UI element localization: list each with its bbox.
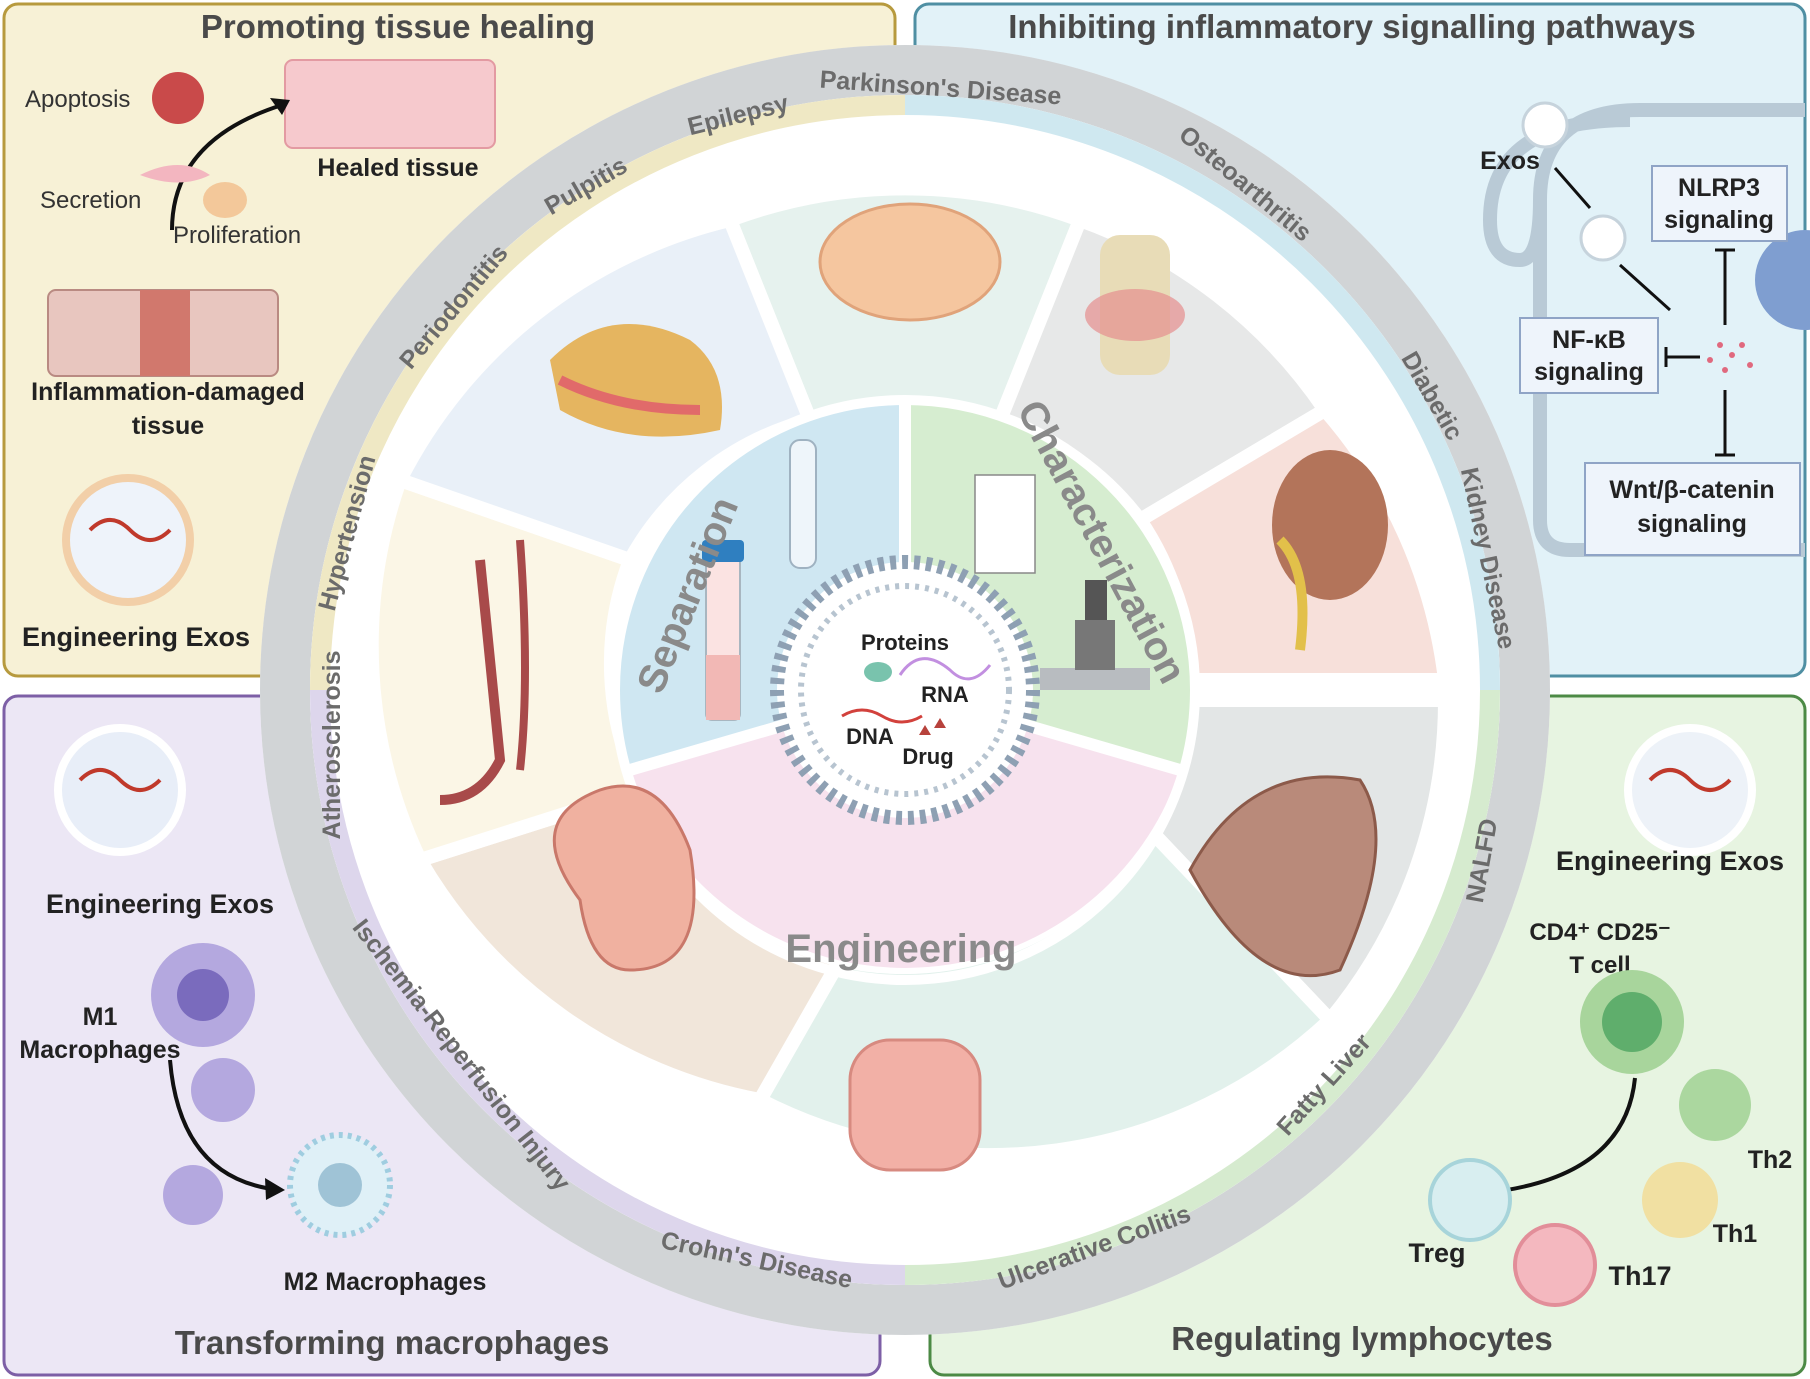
engineering-exos-icon-br: [1624, 724, 1756, 856]
exos-icon: [1521, 101, 1569, 149]
box-nfkb: [1519, 317, 1659, 394]
label-engineering: Engineering: [785, 927, 1016, 971]
separation-column-icon: [789, 439, 817, 569]
vessel-icon: [439, 539, 529, 805]
endosome-icon: [1579, 214, 1627, 262]
exos-arrow-icon: [1553, 167, 1592, 209]
teeth-icon: [550, 324, 722, 437]
macrophage-uptake-icon: [191, 1058, 255, 1122]
cargo-dna: DNA: [846, 724, 894, 749]
intestine-icon: [848, 1038, 982, 1172]
cargo-drug: Drug: [902, 744, 953, 769]
gel-icon: [974, 474, 1036, 574]
label-damaged-2: tissue: [132, 412, 204, 440]
treg-cell-icon: [1428, 1158, 1512, 1242]
t-cell-arrow-icon: [1484, 1077, 1637, 1195]
knee-icon: [1085, 235, 1185, 375]
label-th1: Th1: [1713, 1220, 1758, 1248]
secretion-cell-icon: [140, 165, 210, 183]
label-m2: M2 Macrophages: [284, 1268, 487, 1296]
label-m1-2: Macrophages: [19, 1036, 180, 1064]
label-secretion: Secretion: [40, 187, 141, 214]
label-m1-1: M1: [83, 1003, 118, 1031]
box-nlrp3: [1651, 165, 1788, 242]
label-nfkb-1: NF-κB: [1552, 326, 1626, 354]
label-treg: Treg: [1408, 1238, 1465, 1268]
cargo-rna: RNA: [921, 682, 969, 707]
separation-tube-icon: [702, 540, 744, 721]
kidney-icon: [1272, 450, 1388, 651]
brain-icon: [818, 202, 1002, 322]
macrophage-arrow-icon: [168, 1059, 281, 1192]
th1-cell-icon: [1642, 1162, 1718, 1238]
label-healed-tissue: Healed tissue: [317, 154, 478, 182]
th2-cell-icon: [1679, 1069, 1751, 1141]
disease-ring-band: [260, 45, 1550, 1335]
label-th17: Th17: [1608, 1261, 1671, 1291]
title-macrophages: Transforming macrophages: [175, 1324, 610, 1361]
label-wnt-2: signaling: [1637, 510, 1747, 538]
damaged-tissue-icon: [47, 289, 279, 377]
label-engineering-exos-bl: Engineering Exos: [46, 889, 274, 919]
ring-tint-yellow: [310, 95, 906, 691]
microscope-icon: [1040, 580, 1150, 690]
label-cd4-1: CD4⁺ CD25⁻: [1529, 919, 1670, 946]
label-engineering-exos-br: Engineering Exos: [1556, 846, 1784, 876]
title-tissue-healing: Promoting tissue healing: [201, 8, 595, 45]
label-apoptosis: Apoptosis: [25, 86, 130, 113]
ring-tint-green: [904, 689, 1500, 1285]
macrophage-intermediate-icon: [163, 1165, 223, 1225]
proliferation-cell-icon: [203, 182, 247, 218]
liver-icon: [1188, 775, 1378, 978]
label-wnt-1: Wnt/β-catenin: [1609, 476, 1774, 504]
inhibit-nlrp3-icon: [1715, 248, 1735, 325]
healing-arrow-icon: [170, 103, 283, 231]
exosome: Proteins RNA DNA Drug: [770, 555, 1040, 825]
inhibit-nfkb-icon: [1664, 347, 1700, 367]
title-signalling: Inhibiting inflammatory signalling pathw…: [1008, 8, 1696, 45]
nucleus-icon: [1755, 230, 1810, 330]
label-exos: Exos: [1480, 147, 1540, 175]
ring-tint-blue: [904, 95, 1500, 691]
engineering-exos-icon-bl: [54, 724, 186, 856]
label-th2: Th2: [1748, 1146, 1792, 1174]
label-engineering-exos-tl: Engineering Exos: [22, 622, 250, 652]
apoptosis-icon: [152, 72, 204, 124]
heart-icon: [552, 784, 696, 972]
label-nlrp3-1: NLRP3: [1678, 174, 1760, 202]
inhibit-wnt-icon: [1715, 390, 1735, 457]
mirna-dots-icon: [1707, 342, 1753, 373]
label-damaged-1: Inflammation-damaged: [31, 378, 305, 406]
label-nlrp3-2: signaling: [1664, 206, 1774, 234]
engineering-exos-icon-tl: [62, 474, 194, 606]
center-sector-engineering: [630, 690, 1180, 968]
label-proliferation: Proliferation: [173, 222, 301, 249]
label-nfkb-2: signaling: [1534, 358, 1644, 386]
ring-tint-purple: [310, 689, 906, 1285]
disease-atherosclerosis: Atherosclerosis: [318, 651, 346, 840]
healed-tissue-icon: [284, 59, 496, 149]
title-lymphocytes: Regulating lymphocytes: [1171, 1320, 1552, 1357]
th17-cell-icon: [1513, 1223, 1597, 1307]
box-wnt: [1584, 462, 1801, 556]
cargo-proteins: Proteins: [861, 630, 949, 655]
